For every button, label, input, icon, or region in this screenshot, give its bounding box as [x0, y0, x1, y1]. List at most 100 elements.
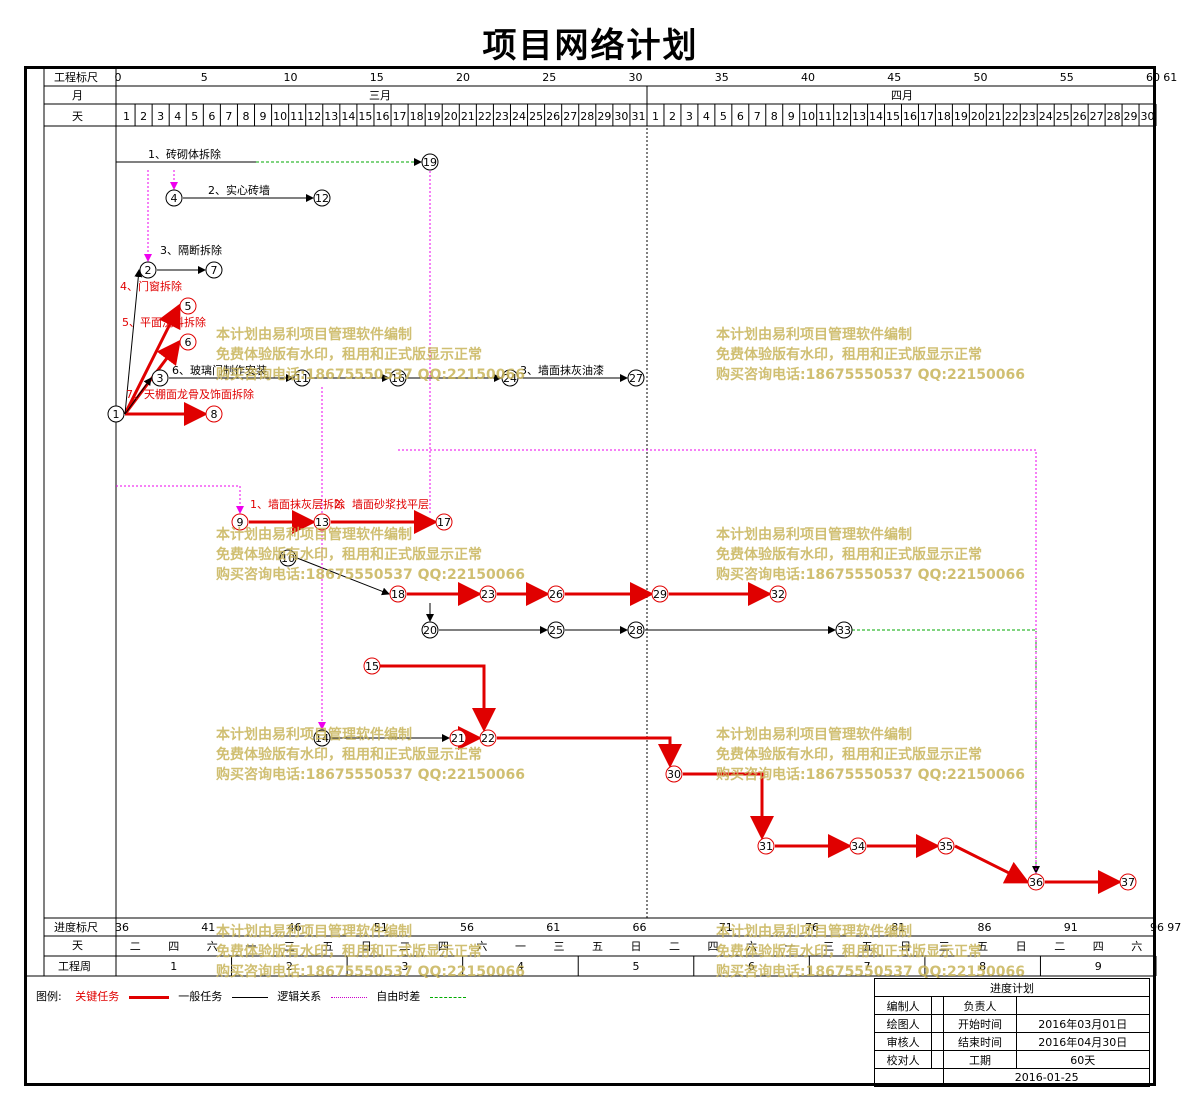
node-19	[421, 153, 439, 171]
day-cell: 3	[686, 110, 693, 123]
node-22	[479, 729, 497, 747]
day-cell: 26	[1073, 110, 1087, 123]
day-cell: 16	[376, 110, 390, 123]
bottom-tick: 96	[1150, 921, 1164, 934]
day-cell: 2	[669, 110, 676, 123]
node-label-3: 3	[157, 372, 164, 385]
node-label-29: 29	[653, 588, 667, 601]
day-cell: 4	[174, 110, 181, 123]
day-cell: 12	[835, 110, 849, 123]
task-label-t6: 6、玻璃门制作安装	[172, 363, 267, 377]
node-label-19: 19	[423, 156, 437, 169]
day-cell: 31	[631, 110, 645, 123]
day-cell: 22	[1005, 110, 1019, 123]
week-cell: 8	[979, 960, 986, 973]
task-label-t8: 1、墙面抹灰层拆除	[250, 497, 345, 511]
weekday-cell: 五	[592, 940, 603, 953]
day-cell: 27	[1090, 110, 1104, 123]
weekday-cell: 三	[939, 940, 950, 953]
day-cell: 19	[427, 110, 441, 123]
week-cell: 2	[286, 960, 293, 973]
day-cell: 26	[546, 110, 560, 123]
page-title: 项目网络计划	[482, 26, 699, 66]
day-cell: 11	[818, 110, 832, 123]
node-8	[205, 405, 223, 423]
arrow-30-31	[683, 772, 774, 840]
weekday-cell: 六	[476, 940, 487, 953]
node-label-25: 25	[549, 624, 563, 637]
weekday-cell: 一	[245, 940, 256, 953]
watermark-8: 本计划由易利项目管理软件编制免费体验版有水印，租用和正式版显示正常购买咨询电话:…	[716, 924, 1025, 980]
node-7	[205, 261, 223, 279]
node-label-37: 37	[1121, 876, 1135, 889]
week-cell: 9	[1095, 960, 1102, 973]
chart-frame	[24, 66, 1156, 1086]
node-10	[279, 549, 297, 567]
day-cell: 19	[954, 110, 968, 123]
arrow-1-2	[124, 269, 143, 415]
week-label: 工程周	[58, 960, 91, 973]
scale-label: 工程标尺	[54, 70, 98, 84]
top-tick: 15	[370, 71, 384, 84]
node-label-8: 8	[211, 408, 218, 421]
node-label-21: 21	[451, 732, 465, 745]
node-27	[627, 369, 645, 387]
bottom-tick: 66	[633, 921, 647, 934]
node-16	[389, 369, 407, 387]
day-cell: 2	[140, 110, 147, 123]
arrow-1-19	[115, 161, 256, 405]
node-label-32: 32	[771, 588, 785, 601]
day-cell: 4	[703, 110, 710, 123]
bottom-tick: 76	[805, 921, 819, 934]
day-cell: 5	[191, 110, 198, 123]
watermark-5: 本计划由易利项目管理软件编制免费体验版有水印，租用和正式版显示正常购买咨询电话:…	[216, 727, 525, 783]
day-cell: 10	[801, 110, 815, 123]
month-label: 月	[72, 89, 83, 102]
node-2	[139, 261, 157, 279]
day-cell: 30	[614, 110, 628, 123]
node-26	[547, 585, 565, 603]
node-1	[107, 405, 125, 423]
bottom-tick: 61	[546, 921, 560, 934]
float-to-9	[116, 485, 244, 514]
node-label-13: 13	[315, 516, 329, 529]
watermark-1: 本计划由易利项目管理软件编制免费体验版有水印，租用和正式版显示正常购买咨询电话:…	[216, 327, 525, 383]
node-label-10: 10	[281, 552, 295, 565]
node-label-26: 26	[549, 588, 563, 601]
node-24	[501, 369, 519, 387]
day-cell: 6	[208, 110, 215, 123]
day-cell: 5	[720, 110, 727, 123]
day-cell: 15	[886, 110, 900, 123]
day-cell: 29	[597, 110, 611, 123]
day-label-bottom: 天	[72, 939, 83, 952]
task-label-t9: 2、墙面砂浆找平层	[334, 497, 429, 511]
day-cell: 10	[273, 110, 287, 123]
day-cell: 21	[461, 110, 475, 123]
day-cell: 29	[1124, 110, 1138, 123]
node-21	[449, 729, 467, 747]
day-cell: 17	[393, 110, 407, 123]
weekday-cell: 四	[438, 940, 449, 953]
day-cell: 28	[580, 110, 594, 123]
progress-scale-label: 进度标尺	[54, 920, 98, 934]
day-cell: 23	[1022, 110, 1036, 123]
weekday-cell: 一	[515, 940, 526, 953]
day-cell: 25	[1056, 110, 1070, 123]
weekday-cell: 三	[284, 940, 295, 953]
node-label-33: 33	[837, 624, 851, 637]
week-cell: 5	[633, 960, 640, 973]
node-label-9: 9	[237, 516, 244, 529]
node-18	[389, 585, 407, 603]
node-15	[363, 657, 381, 675]
weekday-cell: 日	[361, 940, 372, 953]
arrow-22-30	[497, 736, 682, 768]
watermark-2: 本计划由易利项目管理软件编制免费体验版有水印，租用和正式版显示正常购买咨询电话:…	[716, 327, 1025, 383]
weekday-cell: 四	[1093, 940, 1104, 953]
top-tick: 5	[201, 71, 208, 84]
node-label-31: 31	[759, 840, 773, 853]
node-17	[435, 513, 453, 531]
arrow-10-18	[296, 557, 390, 596]
day-cell: 11	[290, 110, 304, 123]
task-label-t7: 7、天棚面龙骨及饰面拆除	[126, 387, 254, 401]
node-11	[293, 369, 311, 387]
